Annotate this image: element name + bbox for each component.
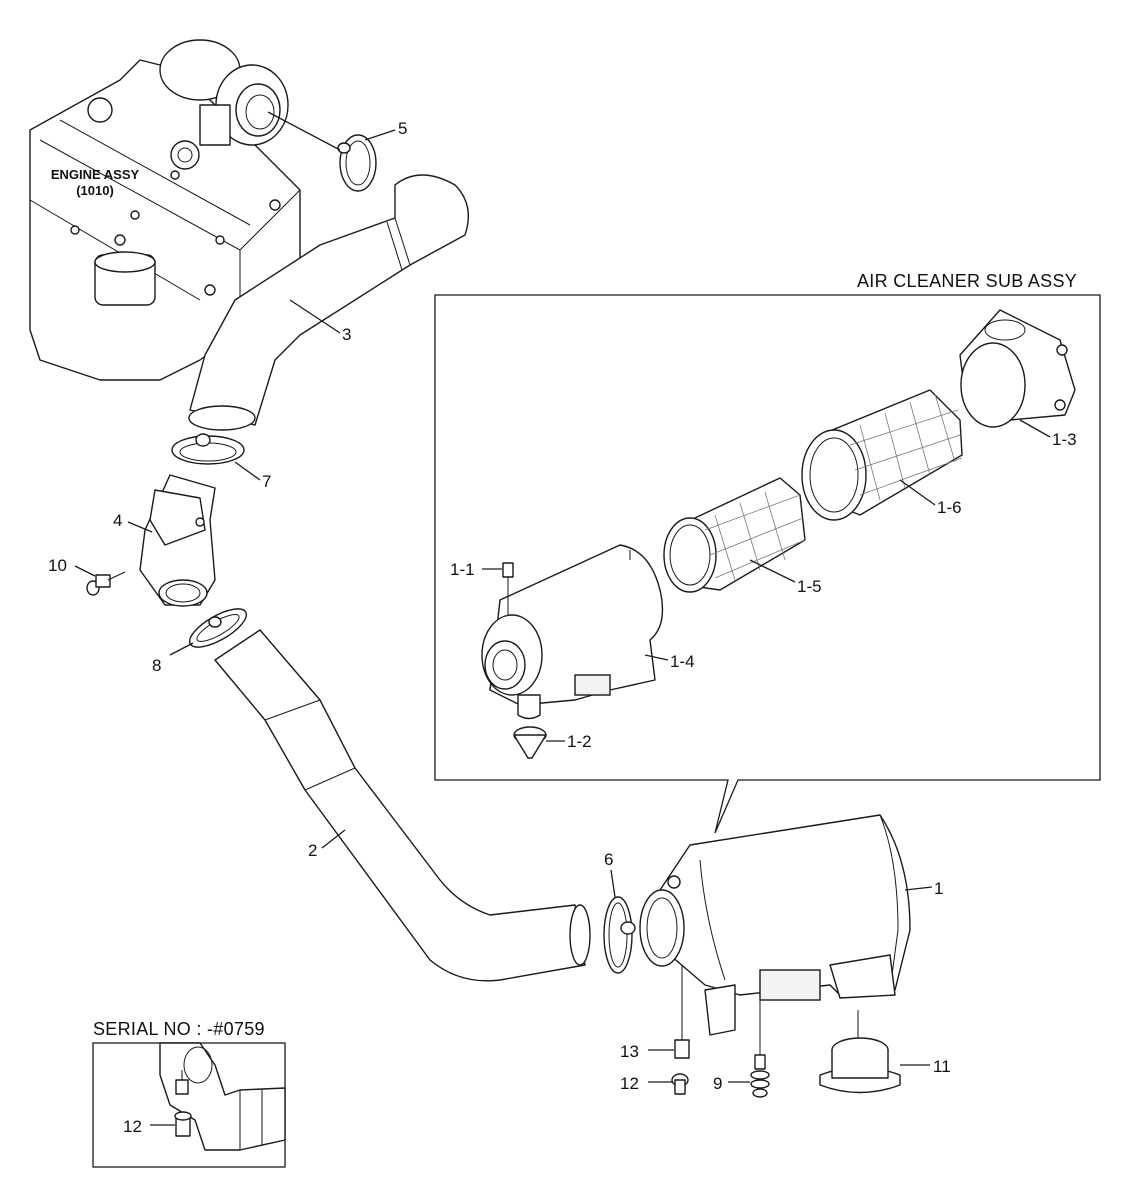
engine-assy-label: ENGINE ASSY — [51, 167, 140, 182]
leader-part-1-4 — [644, 654, 669, 661]
part-1-4-housing — [481, 544, 664, 720]
callout-1-1: 1-1 — [450, 560, 475, 579]
part-10-bolt — [86, 571, 126, 596]
part-1-1-bolt — [502, 562, 514, 615]
part-5-hose-clamp — [337, 134, 377, 192]
callout-1-4: 1-4 — [670, 652, 695, 671]
callout-11: 11 — [933, 1057, 951, 1076]
serial-inset-drawing — [159, 1042, 286, 1151]
part-6-hose-clamp — [603, 896, 636, 974]
callout-7: 7 — [262, 472, 271, 491]
leader-part-5-turbo — [267, 111, 341, 151]
leader-part-10 — [74, 565, 96, 577]
part-11-cap — [819, 1010, 901, 1094]
callout-9: 9 — [713, 1074, 722, 1093]
part-1-5-inner-filter — [663, 477, 806, 593]
callout-10: 10 — [48, 556, 67, 575]
callout-1-2: 1-2 — [567, 732, 592, 751]
leader-part-3 — [289, 299, 341, 334]
part-12-nipple — [671, 1073, 689, 1095]
leader-part-1 — [904, 886, 933, 891]
part-7-hose-clamp — [171, 433, 245, 465]
callout-8: 8 — [152, 656, 161, 675]
callout-1: 1 — [934, 879, 943, 898]
leader-part-1-3 — [1019, 419, 1051, 438]
leader-part-8 — [169, 642, 194, 656]
callout-1-3: 1-3 — [1052, 430, 1077, 449]
callout-3: 3 — [342, 325, 351, 344]
part-1-3-end-cap — [959, 309, 1076, 428]
serial-inset-heading: SERIAL NO : -#0759 — [93, 1019, 265, 1039]
part-8-hose-clamp — [188, 608, 248, 648]
callout-2: 2 — [308, 841, 317, 860]
part-4-elbow — [139, 474, 216, 607]
part-9-bolt-set — [750, 1000, 770, 1098]
callout-13: 13 — [620, 1042, 639, 1061]
part-1-6-outer-filter — [801, 389, 963, 521]
part-2-lower-hose — [214, 629, 591, 982]
leader-part-6 — [610, 869, 616, 898]
leader-part-2 — [321, 829, 346, 849]
leader-part-4 — [127, 521, 153, 533]
callout-1-6: 1-6 — [937, 498, 962, 517]
callout-1-5: 1-5 — [797, 577, 822, 596]
callout-12-inset: 12 — [123, 1117, 142, 1136]
part-3-upper-hose — [188, 174, 469, 431]
engine-assy-code: (1010) — [76, 183, 114, 198]
callout-4: 4 — [113, 511, 122, 530]
callout-12: 12 — [620, 1074, 639, 1093]
part-1-air-cleaner — [639, 814, 911, 1036]
leader-part-5 — [364, 129, 396, 141]
callout-5: 5 — [398, 119, 407, 138]
engine-assy-drawing — [29, 39, 301, 381]
leader-part-1-6 — [899, 479, 936, 506]
sub-assy-heading: AIR CLEANER SUB ASSY — [857, 271, 1077, 291]
part-1-2-valve — [513, 726, 547, 759]
part-13-fitting — [674, 965, 690, 1059]
callout-6: 6 — [604, 850, 613, 869]
sub-assy-frame — [434, 294, 1101, 834]
leader-part-1-5 — [749, 559, 796, 583]
leader-part-7 — [234, 461, 261, 481]
